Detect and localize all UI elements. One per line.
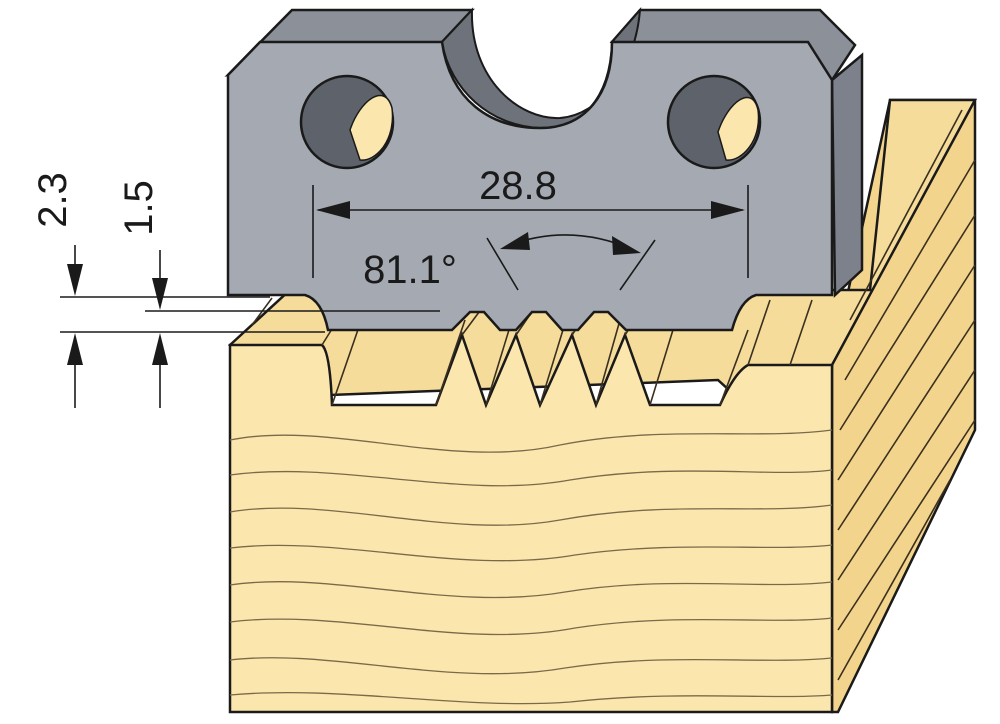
dimension-arrowheads [67,201,745,365]
knife-side-face [830,52,864,298]
arrow-up-icon [67,333,83,365]
depth-inner-label: 1.5 [117,180,161,236]
wood-grain-side [837,109,976,681]
wood-grain-front [229,429,833,705]
arrow-right-icon [711,201,745,219]
angle-flank-right [619,239,656,291]
arrow-up-icon [152,333,168,365]
angle-flank-left [486,237,519,291]
profile-knife [224,7,864,332]
width-dimension-label: 28.8 [479,164,557,208]
knife-hole-right [666,74,762,170]
arrow-down-icon [67,264,83,296]
knife-hole-left [299,74,395,170]
depth-outer-label: 2.3 [31,172,75,228]
arrow-left-icon [500,232,530,250]
arrow-down-icon [152,278,168,310]
arrow-left-icon [316,201,350,219]
knife-arch-shadow [440,7,642,130]
angle-dimension-label: 81.1° [363,248,457,292]
arrow-right-icon [612,236,641,255]
